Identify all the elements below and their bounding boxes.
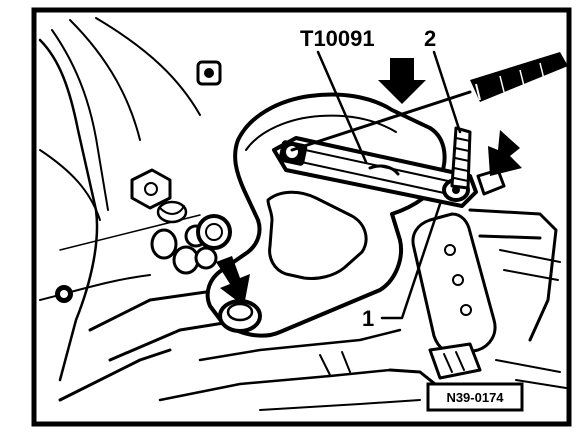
label-item-1: 1 [362,306,374,331]
screwdriver [290,52,568,152]
leader-line-item-2 [432,50,462,134]
reference-code: N39-0174 [446,390,504,405]
reference-code-box: N39-0174 [426,382,524,412]
label-tool-t10091: T10091 [300,26,375,51]
pointer-arrow-top [378,58,426,104]
leader-line-tool [316,50,368,164]
pointer-arrow-bottom [216,256,250,306]
leader-line-item-1 [380,202,442,320]
pointer-arrow-right [488,130,522,176]
engine-component-drawing [38,17,568,411]
special-tool-t10091 [272,136,478,208]
bolt-item-2 [450,126,472,190]
label-item-2: 2 [424,26,436,51]
